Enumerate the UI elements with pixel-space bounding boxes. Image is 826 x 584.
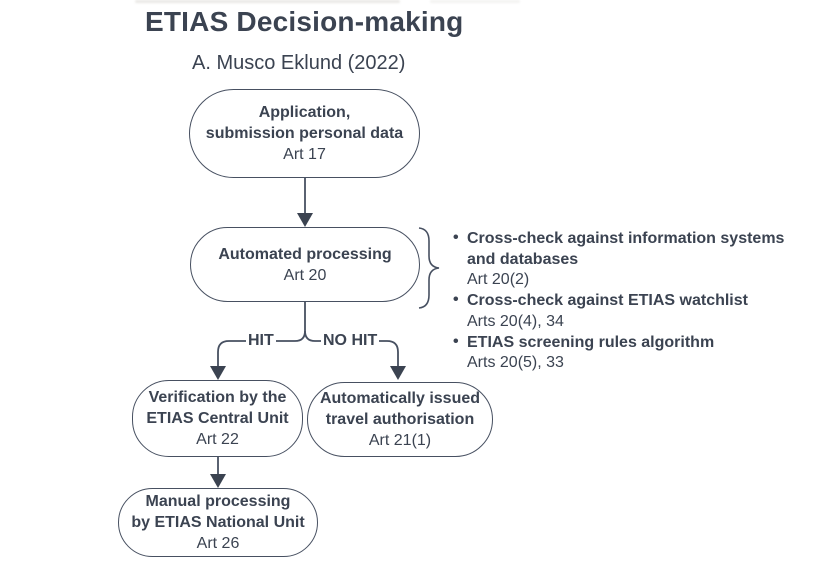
page-subtitle: A. Musco Eklund (2022) (192, 52, 406, 74)
arrowhead-verification-to-manual (210, 474, 226, 488)
annotation-item: • Cross-check against ETIAS watchlist Ar… (452, 291, 824, 332)
node-label: Automated processing (218, 245, 392, 263)
node-application-submission: Application, submission personal data Ar… (189, 89, 420, 178)
annotation-list: • Cross-check against information system… (452, 229, 824, 374)
top-edge-artifact (135, 0, 400, 3)
page-title: ETIAS Decision-making (145, 6, 464, 37)
annotation-ref: Art 20(2) (467, 271, 530, 289)
top-edge-artifact (430, 0, 520, 3)
annotation-label: Cross-check against information systems … (467, 230, 785, 268)
brace-annotations (418, 227, 440, 309)
node-label: Automatically issued travel authorisatio… (319, 390, 481, 428)
annotation-ref: Arts 20(5), 33 (467, 354, 564, 372)
node-ref: Art 17 (283, 146, 326, 163)
node-central-unit-verification: Verification by the ETIAS Central Unit A… (132, 380, 303, 457)
annotation-item: • Cross-check against information system… (452, 229, 824, 291)
annotation-label: Cross-check against ETIAS watchlist (467, 292, 748, 310)
node-ref: Art 22 (196, 431, 239, 448)
annotation-ref: Arts 20(4), 34 (467, 312, 564, 330)
annotation-label: ETIAS screening rules algorithm (467, 333, 715, 351)
node-ref: Art 20 (283, 266, 327, 284)
node-manual-processing: Manual processing by ETIAS National Unit… (118, 488, 318, 557)
node-label: Application, submission personal data (205, 104, 404, 142)
bullet-icon: • (453, 229, 459, 246)
arrowhead-application-to-automated (297, 213, 313, 227)
node-ref: Art 21(1) (368, 432, 432, 449)
arrowhead-no-hit (390, 366, 406, 380)
node-label: Verification by the ETIAS Central Unit (146, 389, 289, 427)
node-label: Manual processing by ETIAS National Unit (131, 493, 305, 531)
arrowhead-hit (210, 366, 226, 380)
annotation-item: • ETIAS screening rules algorithm Arts 2… (452, 333, 824, 374)
branch-label-no-hit: NO HIT (321, 332, 380, 350)
node-auto-travel-authorisation: Automatically issued travel authorisatio… (307, 382, 493, 457)
node-automated-processing: Automated processing Art 20 (190, 227, 420, 302)
bullet-icon: • (453, 332, 459, 350)
bullet-icon: • (453, 291, 459, 309)
node-ref: Art 26 (196, 535, 240, 552)
branch-label-hit: HIT (246, 332, 276, 350)
